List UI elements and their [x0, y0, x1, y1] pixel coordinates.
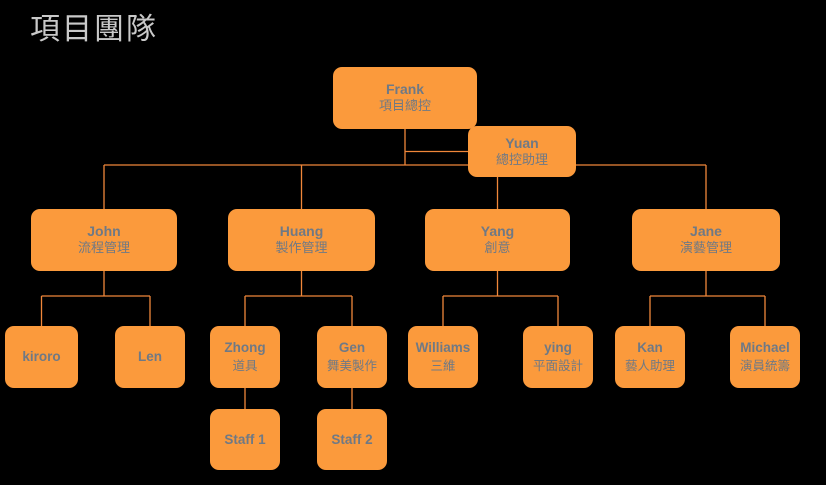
org-node-role: 舞美製作 [326, 358, 377, 373]
org-node-role: 項目總控 [378, 99, 431, 114]
org-node-name: ying [544, 340, 572, 355]
org-node-zhong[interactable]: Zhong 道具 [210, 326, 280, 388]
org-node-name: Kan [637, 340, 663, 355]
org-node-kan[interactable]: Kan 藝人助理 [615, 326, 685, 388]
org-node-name: Zhong [224, 340, 266, 355]
org-node-name: Michael [740, 340, 790, 355]
org-node-name: Yang [480, 223, 515, 239]
org-node-williams[interactable]: Williams 三維 [408, 326, 478, 388]
org-node-role: 製作管理 [275, 241, 328, 256]
org-node-kiroro[interactable]: kiroro [5, 326, 78, 388]
org-node-name: John [87, 223, 121, 239]
org-node-role: 流程管理 [77, 241, 130, 256]
org-node-role: 藝人助理 [624, 358, 675, 373]
org-node-role: 創意 [484, 241, 511, 256]
org-node-role: 三維 [430, 358, 456, 373]
org-node-name: Len [137, 349, 162, 364]
org-node-name: Staff 1 [224, 431, 266, 447]
org-node-name: Gen [338, 340, 366, 355]
org-node-john[interactable]: John 流程管理 [31, 209, 177, 271]
org-node-role: 總控助理 [495, 152, 548, 168]
org-node-len[interactable]: Len [115, 326, 185, 388]
org-node-name: kiroro [22, 349, 61, 364]
org-node-name: Huang [279, 223, 324, 239]
org-node-jane[interactable]: Jane 演藝管理 [632, 209, 780, 271]
page-title: 項目團隊 [30, 12, 158, 47]
org-node-name: Staff 2 [331, 431, 373, 447]
org-node-name: Williams [415, 340, 471, 355]
org-node-role: 演藝管理 [679, 241, 732, 256]
org-node-role: 平面設計 [532, 358, 583, 373]
org-node-staff2[interactable]: Staff 2 [317, 409, 387, 470]
org-node-staff1[interactable]: Staff 1 [210, 409, 280, 470]
org-node-yang[interactable]: Yang 創意 [425, 209, 570, 271]
org-node-huang[interactable]: Huang 製作管理 [228, 209, 375, 271]
org-node-role: 演員統籌 [739, 358, 790, 373]
org-node-role: 道具 [232, 358, 258, 373]
org-node-ying[interactable]: ying 平面設計 [523, 326, 593, 388]
org-node-name: Jane [690, 223, 722, 239]
org-node-michael[interactable]: Michael 演員統籌 [730, 326, 800, 388]
org-node-name: Yuan [505, 134, 539, 151]
org-node-name: Frank [385, 81, 425, 97]
org-node-gen[interactable]: Gen 舞美製作 [317, 326, 387, 388]
org-node-frank[interactable]: Frank 項目總控 [333, 67, 477, 129]
